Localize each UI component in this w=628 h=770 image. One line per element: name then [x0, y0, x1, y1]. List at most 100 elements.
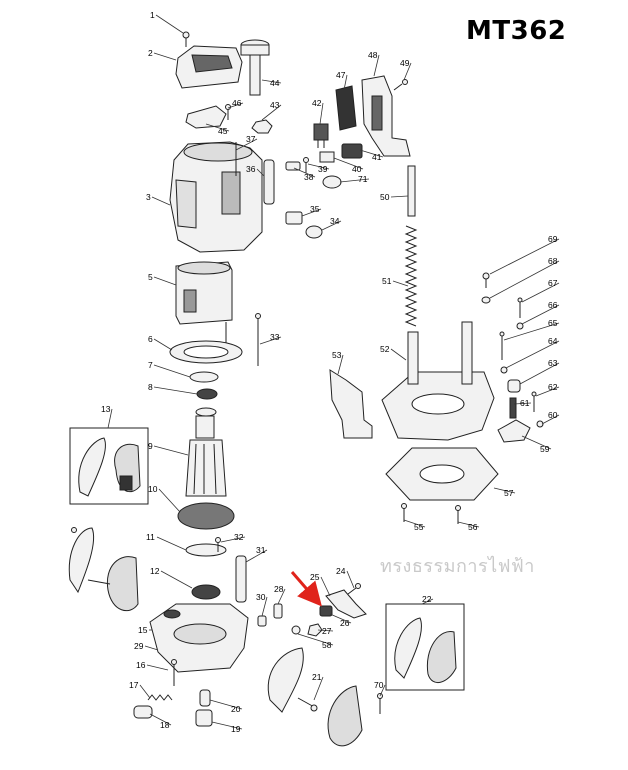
leader-19 — [211, 721, 243, 730]
leader-24 — [346, 570, 355, 589]
leader-46 — [227, 102, 244, 109]
part-64-ring — [500, 366, 508, 374]
callout-16: 16 — [136, 660, 146, 670]
callout-69: 69 — [548, 234, 558, 244]
leader-61 — [513, 402, 532, 405]
callout-17: 17 — [129, 680, 139, 690]
leader-35 — [301, 208, 322, 217]
part-7-bearing-retainer — [189, 371, 219, 383]
leader-20 — [209, 699, 243, 710]
callout-65: 65 — [548, 318, 558, 328]
callout-1: 1 — [150, 10, 155, 20]
leader-53 — [337, 354, 344, 375]
part-61-bolt — [509, 397, 517, 419]
part-53-chip-deflector — [329, 369, 373, 439]
part-13-grip-set-box — [69, 427, 149, 505]
callout-48: 48 — [368, 50, 378, 60]
callout-55: 55 — [414, 522, 424, 532]
part-31-threaded-rod — [235, 555, 247, 603]
part-68-washer — [481, 296, 491, 304]
leader-49 — [403, 62, 412, 81]
callout-13: 13 — [101, 404, 111, 414]
leader-48 — [373, 54, 380, 77]
leader-32 — [220, 536, 246, 543]
callout-53: 53 — [332, 350, 342, 360]
part-28-pin — [273, 603, 283, 619]
leader-8 — [153, 386, 198, 395]
part-19-lock-nut — [195, 709, 213, 727]
part-50-guide-rod — [407, 165, 416, 217]
callout-22: 22 — [422, 594, 432, 604]
callout-64: 64 — [548, 336, 558, 346]
part-70-screw — [377, 693, 383, 714]
part-41-switch — [341, 143, 363, 159]
part-22-grip-set-box — [385, 603, 465, 691]
part-18-knob — [133, 705, 153, 719]
callout-43: 43 — [270, 100, 280, 110]
part-60-nut — [536, 420, 544, 428]
callout-19: 19 — [231, 724, 241, 734]
part-26-bolt — [319, 605, 333, 617]
leader-63 — [519, 362, 560, 385]
part-1-screw — [182, 31, 190, 47]
callout-52: 52 — [380, 344, 390, 354]
leader-27 — [317, 629, 334, 632]
part-15-gear-housing — [149, 603, 249, 673]
part-30-bushing — [257, 615, 267, 627]
leader-58 — [297, 633, 334, 646]
callout-56: 56 — [468, 522, 478, 532]
callout-10: 10 — [148, 484, 158, 494]
part-42-carbon-brush — [313, 123, 329, 148]
leader-6 — [153, 338, 173, 351]
leader-42 — [319, 102, 324, 125]
leader-21 — [313, 676, 324, 701]
leader-38 — [293, 167, 316, 178]
leader-47 — [343, 74, 348, 91]
part-34-cap — [305, 225, 323, 239]
callout-59: 59 — [540, 444, 550, 454]
part-21-grip — [267, 647, 318, 713]
leader-40 — [333, 157, 364, 170]
callout-33: 33 — [270, 332, 280, 342]
part-57-base-plate — [385, 447, 499, 501]
callout-21: 21 — [312, 672, 322, 682]
callout-9: 9 — [148, 441, 153, 451]
leader-11 — [156, 536, 187, 551]
callout-36: 36 — [246, 164, 256, 174]
pointer-arrow — [290, 571, 322, 607]
callout-18: 18 — [160, 720, 170, 730]
part-39-screw — [303, 157, 309, 173]
callout-5: 5 — [148, 272, 153, 282]
part-40-terminal — [319, 151, 335, 163]
part-grip-cover-lower — [327, 685, 363, 747]
callout-30: 30 — [256, 592, 266, 602]
callout-41: 41 — [372, 152, 382, 162]
part-6-baffle-plate — [169, 340, 243, 364]
leader-30 — [261, 596, 268, 617]
leader-41 — [359, 149, 384, 158]
part-35-holder — [285, 211, 303, 225]
callout-32: 32 — [234, 532, 244, 542]
part-52-base — [381, 321, 495, 441]
callout-34: 34 — [330, 216, 340, 226]
part-48-handle-bracket — [361, 75, 411, 157]
part-8-ball-bearing — [196, 388, 218, 400]
leader-43 — [261, 104, 282, 121]
callout-61: 61 — [520, 398, 530, 408]
leader-39 — [307, 163, 330, 170]
part-44-knob — [240, 39, 270, 96]
callout-20: 20 — [231, 704, 241, 714]
callout-50: 50 — [380, 192, 390, 202]
part-12-ball-bearing — [191, 584, 221, 600]
leader-16 — [146, 664, 169, 671]
part-3-motor-housing — [169, 141, 263, 253]
leader-22 — [421, 598, 434, 605]
callout-15: 15 — [138, 625, 148, 635]
leader-52 — [390, 348, 407, 361]
leader-2 — [153, 52, 177, 61]
callout-11: 11 — [146, 532, 155, 542]
leader-69 — [489, 238, 560, 275]
leader-71 — [339, 178, 370, 183]
callout-44: 44 — [270, 78, 280, 88]
